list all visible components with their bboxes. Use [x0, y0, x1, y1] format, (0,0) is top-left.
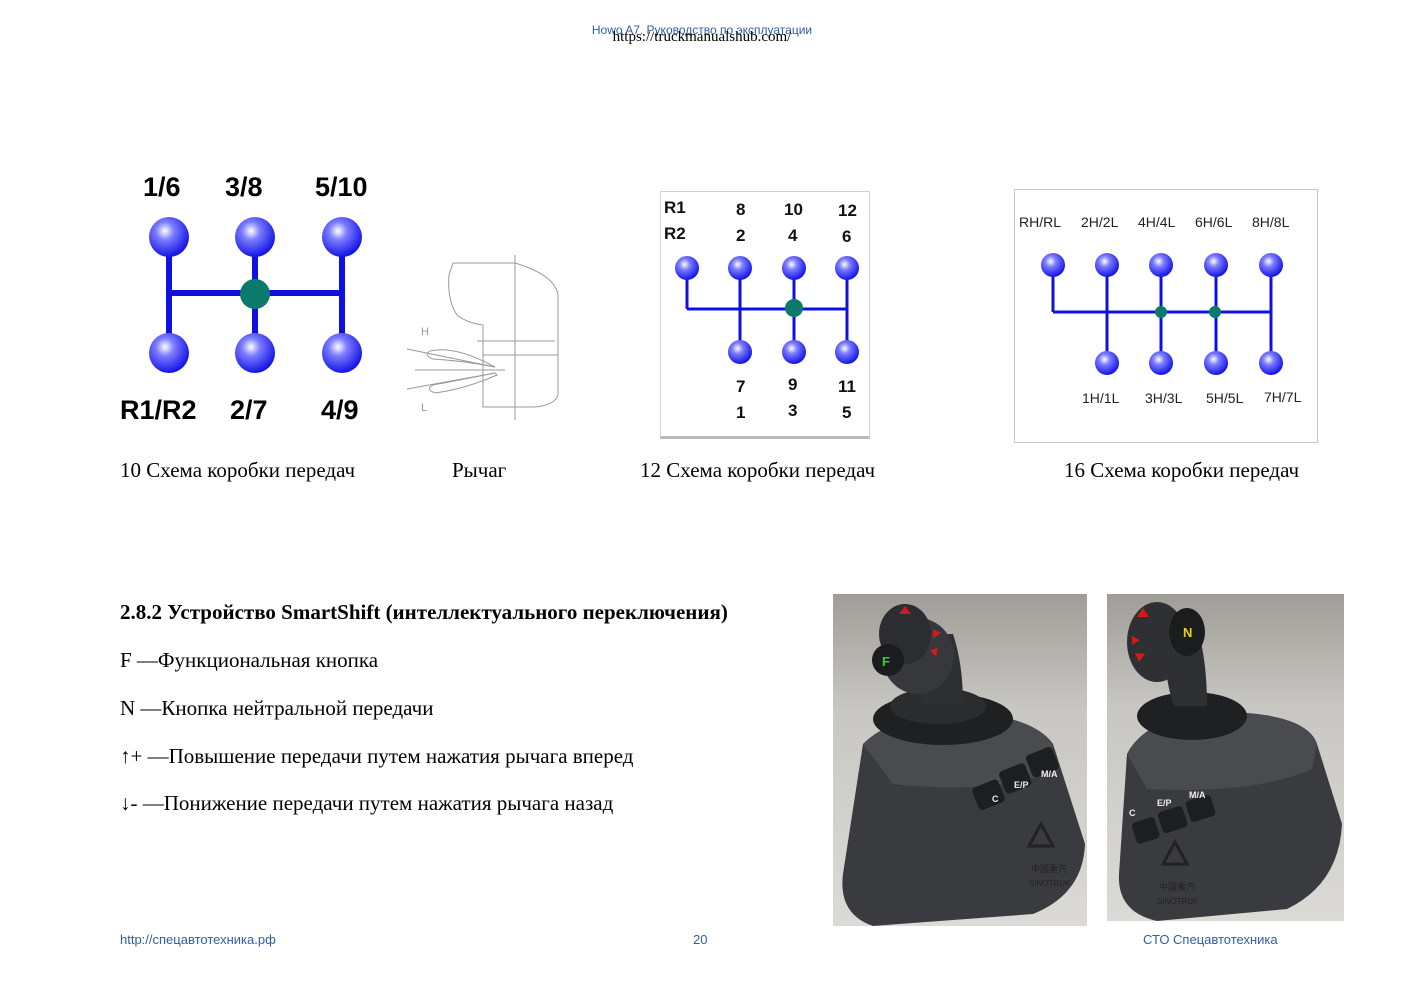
gearbox-12-diagram: R1 R2 8 2 10 4 12 6 7 1 9 3 11 5: [664, 198, 859, 422]
text-line-f: F —Функциональная кнопка: [120, 648, 379, 672]
caption-lever: Рычаг: [452, 458, 507, 482]
text-line-n: N —Кнопка нейтральной передачи: [120, 696, 434, 720]
gear16-6h-6l: 6H/6L: [1195, 214, 1233, 230]
gear12-4: 4: [788, 226, 798, 245]
gear16-1h-1l: 1H/1L: [1082, 390, 1120, 406]
manual-title: Howo A7. Руководство по эксплуатации: [591, 23, 813, 37]
label-5-10: 5/10: [315, 172, 368, 202]
text-line-down: ↓- —Понижение передачи путем нажатия рыч…: [120, 791, 614, 815]
label-4-9: 4/9: [321, 395, 359, 425]
smartshift-side-illustration: N C E/P M/A 中国重汽 SINOTRUK: [1118, 602, 1342, 921]
gear12-1: 1: [736, 403, 745, 422]
n-button-label: N: [1183, 625, 1192, 640]
gear12-10: 10: [784, 200, 803, 219]
ep-button-label-side: E/P: [1157, 798, 1172, 808]
label-2-7: 2/7: [230, 395, 268, 425]
gear16-8h-8l: 8H/8L: [1252, 214, 1290, 230]
knob-3-8: [235, 217, 275, 257]
caption-12: 12 Схема коробки передач: [640, 458, 876, 482]
c-button-label: C: [992, 794, 999, 804]
gearbox-10-diagram: [149, 217, 362, 373]
gear12-9: 9: [788, 375, 797, 394]
smartshift-photo-front: F C E/P M/A 中国重汽 SINOTRUK: [833, 594, 1087, 926]
gear12-11: 11: [838, 377, 856, 396]
gear12-6: 6: [842, 227, 851, 246]
caption-10: 10 Схема коробки передач: [120, 458, 356, 482]
source-url[interactable]: https://truckmanualshub.com/: [612, 29, 792, 45]
r1-label: R1: [664, 198, 686, 217]
knob-r1-r2: [149, 333, 189, 373]
r2-label: R2: [664, 224, 686, 243]
gear16-7h-7l: 7H/7L: [1264, 389, 1302, 405]
gear12-7: 7: [736, 377, 745, 396]
smartshift-front-illustration: F C E/P M/A 中国重汽 SINOTRUK: [842, 604, 1085, 926]
gear12-2: 2: [736, 226, 745, 245]
label-r1-r2: R1/R2: [120, 395, 197, 425]
gearbox-12-frame: [660, 191, 870, 439]
gear16-rh-rl: RH/RL: [1019, 214, 1061, 230]
neutral-dot: [240, 279, 270, 309]
knob-1-6: [149, 217, 189, 257]
text-line-up: ↑+ —Повышение передачи путем нажатия рыч…: [120, 744, 634, 768]
c-button-label-side: C: [1129, 808, 1136, 818]
caption-16: 16 Схема коробки передач: [1064, 458, 1300, 482]
lever-h-label: H: [421, 326, 429, 338]
section-heading: 2.8.2 Устройство SmartShift (интеллектуа…: [120, 600, 728, 624]
gear16-5h-5l: 5H/5L: [1206, 390, 1244, 406]
label-3-8: 3/8: [225, 172, 263, 202]
brand-cn-label: 中国重汽: [1031, 863, 1067, 874]
gear12-5: 5: [842, 403, 851, 422]
lever-sketch: H L: [406, 255, 559, 420]
ma-button-label: M/A: [1041, 769, 1058, 779]
smartshift-photo-side: N C E/P M/A 中国重汽 SINOTRUK: [1107, 594, 1344, 921]
footer-link[interactable]: http://спецавтотехника.рф: [120, 932, 276, 947]
gear12-8: 8: [736, 200, 745, 219]
brand-label-side: SINOTRUK: [1157, 897, 1199, 906]
knob-4-9: [322, 333, 362, 373]
lever-l-label: L: [421, 402, 427, 414]
knob-2-7: [235, 333, 275, 373]
footer-company: СТО Спецавтотехника: [1143, 932, 1278, 947]
gear16-4h-4l: 4H/4L: [1138, 214, 1176, 230]
gearbox-16-diagram: RH/RL 2H/2L 4H/4L 6H/6L 8H/8L 1H/1L 3H/3…: [1019, 214, 1302, 406]
ep-button-label: E/P: [1014, 780, 1029, 790]
gear12-3: 3: [788, 401, 797, 420]
label-1-6: 1/6: [143, 172, 181, 202]
brand-label: SINOTRUK: [1029, 879, 1071, 888]
gear12-12: 12: [838, 201, 857, 220]
gear16-3h-3l: 3H/3L: [1145, 390, 1183, 406]
brand-cn-label-side: 中国重汽: [1159, 881, 1195, 892]
gear16-2h-2l: 2H/2L: [1081, 214, 1119, 230]
knob-5-10: [322, 217, 362, 257]
ma-button-label-side: M/A: [1189, 790, 1206, 800]
gearbox-16-frame: [1014, 189, 1318, 443]
page-number: 20: [693, 932, 708, 947]
f-button-label: F: [882, 654, 890, 669]
